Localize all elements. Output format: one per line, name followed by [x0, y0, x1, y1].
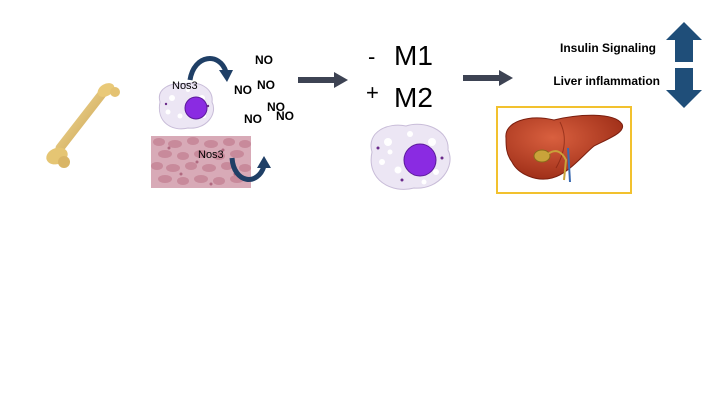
liver-inflammation-label: Liver inflammation: [553, 74, 660, 88]
nos3-cell-label: Nos3: [172, 80, 198, 92]
no-label: NO: [244, 112, 262, 126]
plus-sign: +: [366, 80, 379, 105]
right-arrow-icon: [298, 72, 348, 88]
macrophage-cell-large: [370, 123, 451, 190]
curved-arrow-icon: [229, 156, 271, 182]
no-label: NO: [276, 109, 294, 123]
right-arrow-icon: [463, 70, 513, 86]
liver-frame: [496, 106, 632, 194]
no-label: NO: [255, 53, 273, 67]
no-label: NO: [234, 83, 252, 97]
insulin-signaling-label: Insulin Signaling: [560, 41, 656, 55]
liver-icon: [505, 114, 624, 183]
no-label: NO: [267, 100, 285, 114]
up-arrow-icon: [666, 22, 702, 62]
down-arrow-icon: [666, 68, 702, 108]
curved-arrow-icon: [187, 56, 233, 82]
bone-icon: [46, 83, 120, 168]
no-label: NO: [257, 78, 275, 92]
nos3-tissue-label: Nos3: [198, 149, 224, 161]
minus-sign: -: [368, 44, 376, 69]
m2-label: M2: [394, 82, 433, 113]
macrophage-cell-small: [158, 82, 214, 130]
m1-label: M1: [394, 40, 433, 71]
